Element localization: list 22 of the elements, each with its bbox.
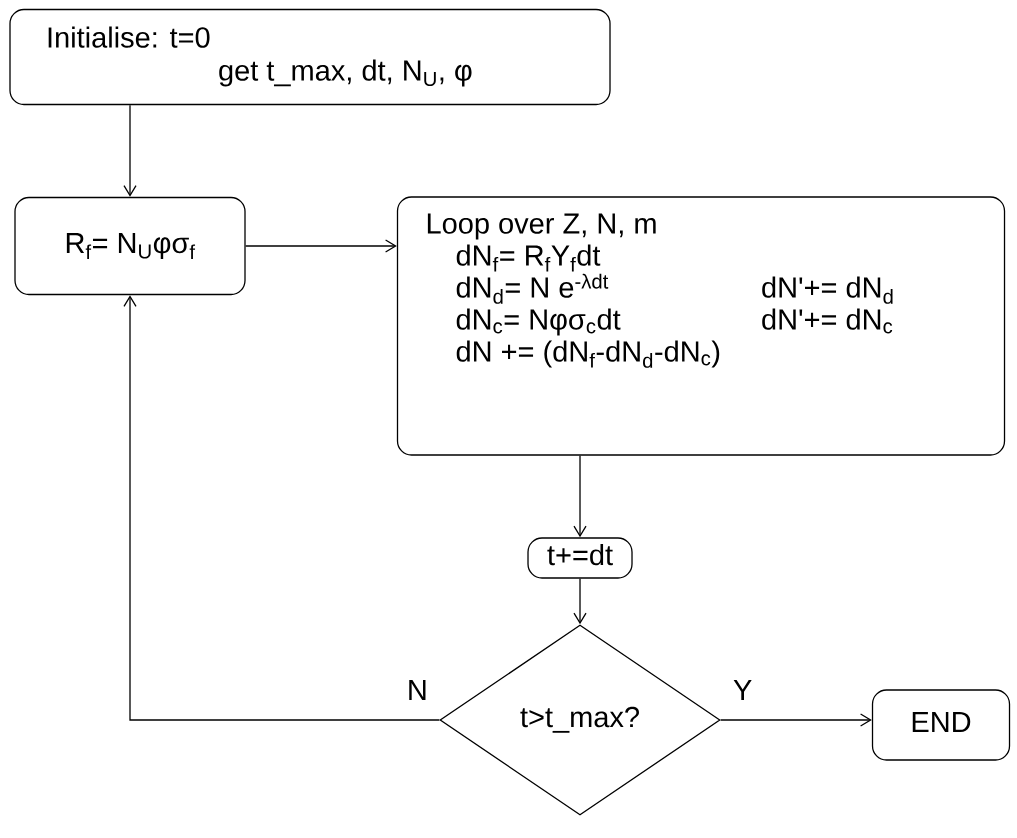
edge-label: N — [405, 679, 429, 701]
arrow — [245, 239, 397, 253]
process-box: t+=dt — [527, 537, 633, 579]
end-box: END — [871, 689, 1011, 761]
node-label: dN$_{c}$= Nφσ$_{c}$dt — [456, 308, 621, 336]
node-label: dN$_{d}$= N e$^{-λdt}$ — [456, 273, 609, 304]
edge-label: Y — [732, 679, 754, 701]
node-label: get t_max, dt, N$_{U}$, φ — [219, 59, 472, 87]
node-label: dN += (dN$_{f}$-dN$_{d}$-dN$_{c}$) — [456, 340, 720, 368]
arrow — [123, 104, 137, 197]
arrow — [573, 455, 587, 538]
node-label: dN'+= dN$_{d}$ — [762, 276, 893, 304]
node-label: Loop over Z, N, m — [427, 213, 656, 240]
loop-box — [396, 196, 1006, 456]
node-label: dN$_{f}$= R$_{f}$Y$_{f}$dt — [456, 244, 601, 272]
node-label: Initialise: t=0 — [48, 26, 210, 48]
arrow — [573, 578, 587, 625]
arrow — [720, 713, 872, 727]
process-box: R$_{f}$= N$_{U}$φσ$_{f}$ — [14, 196, 246, 296]
node-label: dN'+= dN$_{c}$ — [762, 308, 893, 334]
arrow — [123, 295, 440, 721]
start-box — [9, 8, 611, 106]
